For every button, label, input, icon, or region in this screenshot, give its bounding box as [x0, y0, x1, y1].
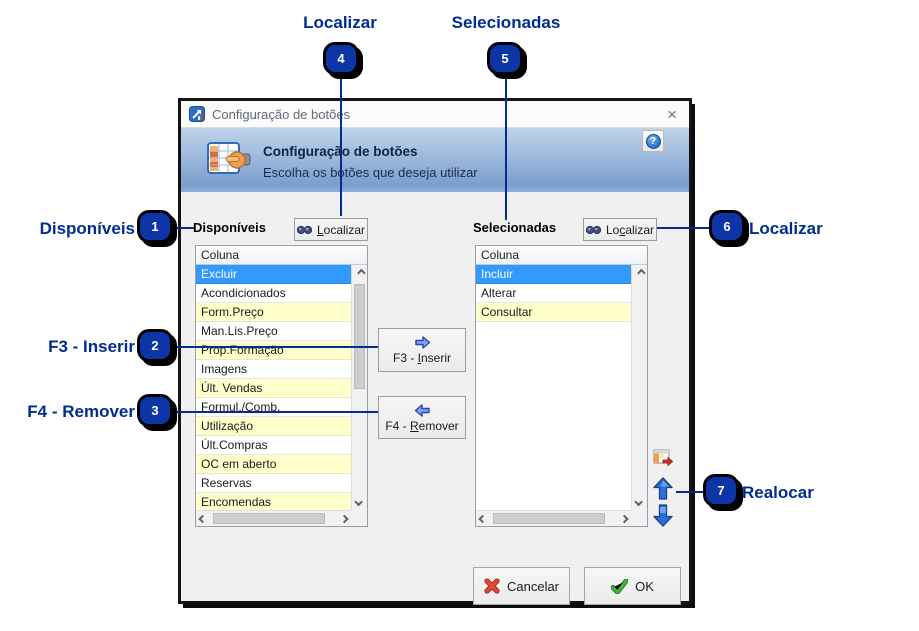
- annotation-label-localizar-left: Localizar: [303, 13, 377, 32]
- scroll-left-icon[interactable]: [196, 511, 212, 527]
- vertical-scrollbar[interactable]: [631, 265, 647, 510]
- available-rows: Excluir Acondicionados Form.Preço Man.Li…: [196, 265, 351, 510]
- scrollbar-thumb[interactable]: [493, 513, 605, 524]
- list-item[interactable]: Man.Lis.Preço: [196, 322, 351, 341]
- selected-label: Selecionadas: [473, 220, 557, 235]
- horizontal-scrollbar[interactable]: [196, 510, 351, 526]
- scroll-left-icon[interactable]: [476, 511, 492, 527]
- selected-rows: Incluir Alterar Consultar: [476, 265, 631, 510]
- annotation-label-disponiveis: Disponíveis: [39, 219, 135, 238]
- annotation-badge-5: 5: [490, 45, 520, 72]
- arrow-right-icon: [414, 336, 430, 349]
- annotation-line-6: [657, 227, 712, 229]
- list-item[interactable]: OC em aberto: [196, 455, 351, 474]
- list-item[interactable]: Encomendas: [196, 493, 351, 510]
- move-up-button[interactable]: [652, 476, 674, 500]
- annotation-badge-2: 2: [140, 332, 170, 359]
- title-bar[interactable]: Configuração de botões ×: [181, 101, 689, 128]
- app-icon: [189, 106, 205, 122]
- annotation-badge-6: 6: [712, 213, 742, 240]
- annotation-line-2: [172, 346, 378, 348]
- arrow-left-icon: [414, 403, 430, 417]
- binoculars-icon: [585, 225, 601, 235]
- list-item[interactable]: Últ. Vendas: [196, 379, 351, 398]
- annotation-label-f4-remover: F4 - Remover: [27, 402, 135, 421]
- scroll-up-icon[interactable]: [632, 265, 648, 281]
- scrollbar-thumb[interactable]: [213, 513, 325, 524]
- scroll-down-icon[interactable]: [352, 494, 368, 510]
- annotation-label-realocar: Realocar: [742, 483, 814, 502]
- available-column-header[interactable]: Coluna: [196, 246, 367, 265]
- list-item[interactable]: Formul./Comb.: [196, 398, 351, 417]
- list-item[interactable]: Imagens: [196, 360, 351, 379]
- find-selected-label: Localizar: [605, 222, 655, 237]
- dialog-header: Configuração de botões Escolha os botões…: [181, 128, 689, 192]
- header-subtitle: Escolha os botões que deseja utilizar: [263, 165, 478, 180]
- list-item[interactable]: Consultar: [476, 303, 631, 322]
- annotation-line-1: [172, 227, 194, 229]
- vertical-scrollbar[interactable]: [351, 265, 367, 510]
- horizontal-scrollbar[interactable]: [476, 510, 631, 526]
- grid-config-button[interactable]: [652, 448, 674, 468]
- selected-list: Coluna Incluir Alterar Consultar: [475, 245, 648, 527]
- scrollbar-corner: [631, 510, 647, 526]
- ok-button-label: OK: [635, 578, 654, 594]
- scroll-right-icon[interactable]: [335, 511, 351, 527]
- list-item[interactable]: Prop.Formação: [196, 341, 351, 360]
- remove-button[interactable]: F4 - Remover: [378, 396, 466, 439]
- annotation-badge-1: 1: [140, 213, 170, 240]
- annotation-badge-7: 7: [706, 477, 736, 504]
- list-item[interactable]: Alterar: [476, 284, 631, 303]
- find-selected-button[interactable]: Localizar: [583, 218, 657, 241]
- green-check-icon: [611, 578, 629, 594]
- selected-column-header[interactable]: Coluna: [476, 246, 647, 265]
- annotation-label-selecionadas: Selecionadas: [451, 13, 561, 32]
- find-available-label: Localizar: [316, 222, 366, 237]
- scroll-up-icon[interactable]: [352, 265, 368, 281]
- close-icon[interactable]: ×: [667, 104, 677, 124]
- list-item[interactable]: Últ.Compras: [196, 436, 351, 455]
- help-icon: ?: [645, 133, 661, 149]
- scroll-down-icon[interactable]: [632, 494, 648, 510]
- list-item[interactable]: Reservas: [196, 474, 351, 493]
- annotation-line-5: [505, 75, 507, 220]
- red-x-icon: [484, 578, 500, 594]
- available-label: Disponíveis: [193, 220, 266, 235]
- scrollbar-thumb[interactable]: [354, 284, 365, 389]
- insert-button[interactable]: F3 - Inserir: [378, 328, 466, 372]
- remove-button-label: F4 - Remover: [385, 418, 459, 433]
- cancel-button-label: Cancelar: [506, 578, 560, 594]
- move-down-button[interactable]: [652, 503, 674, 527]
- scroll-right-icon[interactable]: [615, 511, 631, 527]
- button-configuration-dialog: Configuração de botões × Configuração de…: [178, 98, 692, 605]
- find-available-button[interactable]: Localizar: [294, 218, 368, 241]
- window-title: Configuração de botões: [212, 106, 351, 122]
- arrow-down-icon: [653, 503, 673, 527]
- ok-button[interactable]: OK: [584, 567, 681, 605]
- scrollbar-corner: [351, 510, 367, 526]
- cancel-button[interactable]: Cancelar: [473, 567, 570, 605]
- arrow-up-icon: [653, 476, 673, 500]
- annotation-badge-4: 4: [326, 45, 356, 72]
- grid-arrow-icon: [653, 449, 673, 467]
- annotation-line-3: [172, 411, 378, 413]
- binoculars-icon: [296, 225, 312, 235]
- list-item[interactable]: Excluir: [196, 265, 351, 284]
- list-item[interactable]: Acondicionados: [196, 284, 351, 303]
- annotation-line-7: [676, 491, 706, 493]
- help-button[interactable]: ?: [642, 130, 664, 152]
- list-item[interactable]: Utilização: [196, 417, 351, 436]
- available-list: Coluna Excluir Acondicionados Form.Preço…: [195, 245, 368, 527]
- list-item[interactable]: Incluir: [476, 265, 631, 284]
- grid-hand-icon: [207, 142, 251, 174]
- annotation-line-4: [340, 75, 342, 216]
- list-item[interactable]: Form.Preço: [196, 303, 351, 322]
- annotation-label-f3-inserir: F3 - Inserir: [48, 337, 135, 356]
- insert-button-label: F3 - Inserir: [392, 351, 452, 365]
- annotation-label-localizar-right: Localizar: [749, 219, 823, 238]
- annotation-badge-3: 3: [140, 397, 170, 424]
